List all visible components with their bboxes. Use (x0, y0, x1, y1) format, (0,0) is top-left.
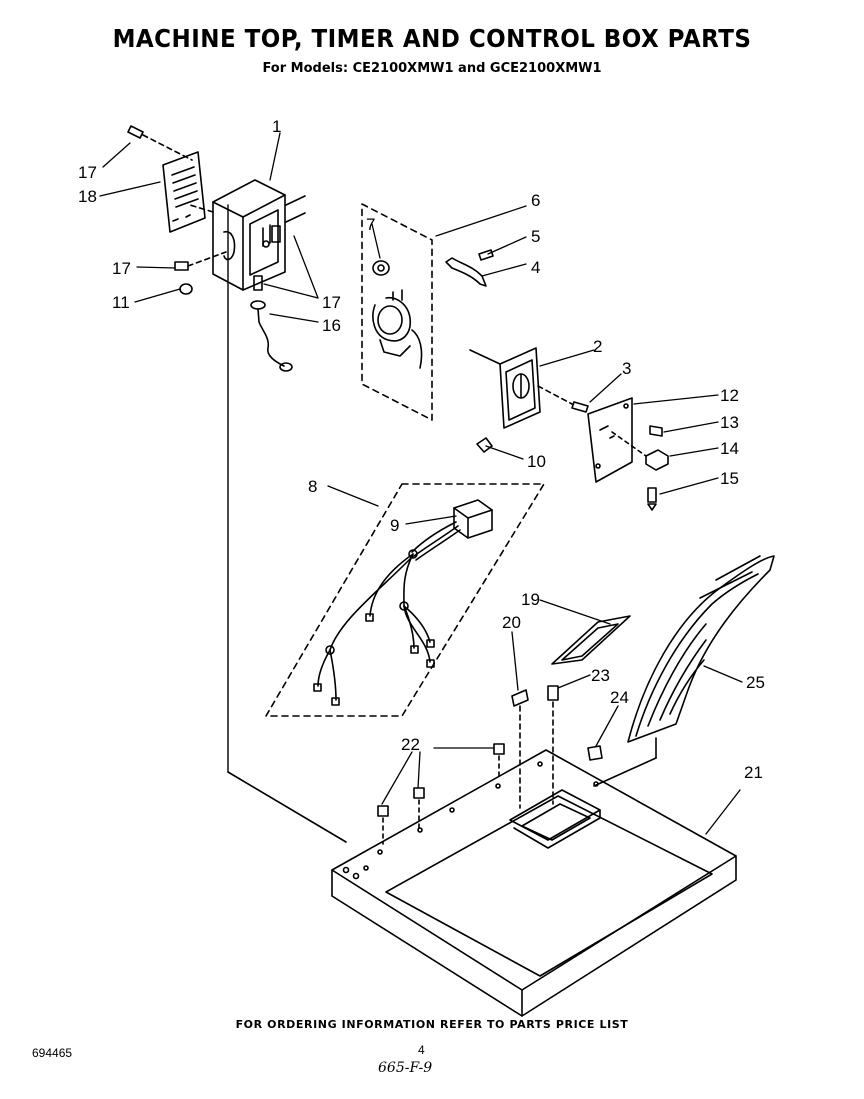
part-control-box (189, 179, 306, 773)
callout-3: 3 (622, 359, 631, 378)
part-timer-bracket (469, 347, 589, 453)
callout-11: 11 (112, 293, 130, 312)
page-number: 4 (418, 1043, 425, 1057)
callout-6: 6 (531, 191, 540, 210)
callout-15: 15 (720, 469, 739, 488)
callout-13: 13 (720, 413, 739, 432)
page-subtitle: For Models: CE2100XMW1 and GCE2100XMW1 (262, 61, 602, 76)
callout-2: 2 (593, 337, 602, 356)
callout-5: 5 (531, 227, 540, 246)
callout-10: 10 (527, 452, 546, 471)
callout-14: 14 (720, 439, 739, 458)
callout-17-top: 17 (78, 163, 97, 182)
callout-4: 4 (531, 258, 540, 277)
callout-17-box: 17 (322, 293, 341, 312)
callout-8: 8 (308, 477, 317, 496)
callout-23: 23 (591, 666, 610, 685)
part-switch-plate (587, 397, 669, 511)
callout-1: 1 (272, 117, 281, 136)
part-console-panel (593, 555, 775, 787)
page-title: MACHINE TOP, TIMER AND CONTROL BOX PARTS (112, 24, 752, 53)
part-screws-box (127, 125, 281, 295)
callout-18: 18 (78, 187, 97, 206)
callout-22: 22 (401, 735, 420, 754)
callout-20: 20 (502, 613, 521, 632)
callout-19: 19 (521, 590, 540, 609)
ordering-note: FOR ORDERING INFORMATION REFER TO PARTS … (235, 1018, 629, 1031)
part-wire-harness (265, 483, 545, 717)
callout-7: 7 (366, 215, 375, 234)
callout-9: 9 (390, 516, 399, 535)
callout-16: 16 (322, 316, 341, 335)
callout-17-left: 17 (112, 259, 131, 278)
part-mounting-plate (551, 615, 631, 665)
callout-leaders (99, 132, 743, 835)
callout-21: 21 (744, 763, 763, 782)
handwritten-code: 665-F-9 (378, 1060, 433, 1076)
part-fasteners (377, 685, 603, 845)
part-ground-wire (250, 300, 293, 372)
part-vent-cover (162, 151, 206, 233)
callout-labels: 1 2 3 4 5 6 7 8 9 10 11 12 13 14 15 16 1… (78, 117, 765, 782)
callout-12: 12 (720, 386, 739, 405)
callout-24: 24 (610, 688, 629, 707)
part-machine-top (227, 749, 737, 1017)
doc-number: 694465 (32, 1046, 73, 1060)
callout-25: 25 (746, 673, 765, 692)
part-timer-panel (361, 203, 494, 421)
